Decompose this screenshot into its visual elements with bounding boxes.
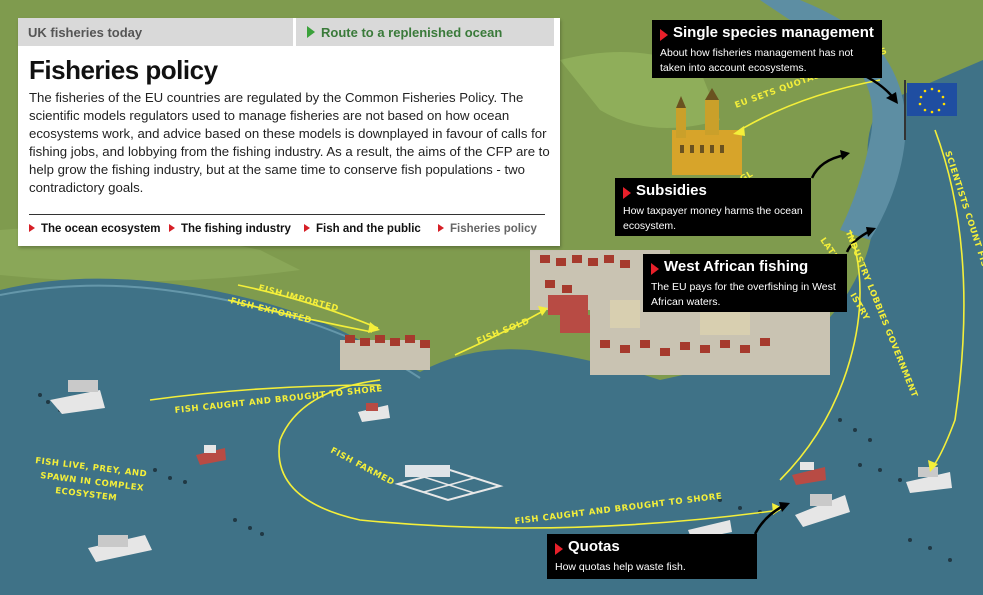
callout-text: About how fisheries management has not t… [660, 47, 854, 74]
callout-title: Single species management [673, 24, 874, 41]
callout-text: How taxpayer money harms the ocean ecosy… [623, 205, 803, 232]
topic-label: Fisheries policy [450, 223, 537, 235]
callout-text: How quotas help waste fish. [555, 561, 686, 573]
red-triangle-icon [623, 187, 631, 199]
topic-link-fisheries-policy[interactable]: Fisheries policy [438, 223, 537, 235]
topic-label: The ocean ecosystem [41, 223, 161, 235]
info-panel: UK fisheries today Route to a replenishe… [18, 18, 560, 246]
fish-farm-icon [394, 465, 504, 502]
topic-link-ocean-ecosystem[interactable]: The ocean ecosystem [29, 223, 161, 235]
divider [29, 214, 545, 215]
callout-title: Quotas [568, 538, 620, 555]
sea [0, 60, 983, 595]
callout-quotas[interactable]: Quotas How quotas help waste fish. [547, 534, 757, 579]
fishing-boat-icon [795, 494, 850, 527]
topic-link-fishing-industry[interactable]: The fishing industry [169, 223, 291, 235]
red-triangle-icon [660, 29, 668, 41]
callout-title: Subsidies [636, 182, 707, 199]
red-triangle-icon [169, 224, 175, 232]
section-header: UK fisheries today [18, 18, 293, 46]
town-coastal [340, 335, 430, 370]
fishing-boat-icon [50, 380, 105, 414]
topic-label: Fish and the public [316, 223, 421, 235]
red-triangle-icon [438, 224, 444, 232]
callout-west-african-fishing[interactable]: West African fishing The EU pays for the… [643, 254, 847, 312]
red-triangle-icon [651, 263, 659, 275]
fishing-boat-icon [196, 445, 226, 465]
pointer-arrowheads [779, 92, 898, 512]
callout-title: West African fishing [664, 258, 809, 275]
eu-flag-icon [904, 80, 957, 140]
route-link-label: Route to a replenished ocean [321, 25, 503, 40]
callout-subsidies[interactable]: Subsidies How taxpayer money harms the o… [615, 178, 811, 236]
topic-link-fish-and-public[interactable]: Fish and the public [304, 223, 421, 235]
parliament-building-icon [672, 88, 742, 175]
fishing-boat-icon [358, 403, 390, 422]
fishing-boat-icon [906, 467, 952, 493]
town-river [590, 300, 830, 375]
section-title: UK fisheries today [28, 25, 143, 40]
body-text: The fisheries of the EU countries are re… [29, 90, 550, 195]
callout-single-species[interactable]: Single species management About how fish… [652, 20, 882, 78]
page-title: Fisheries policy [29, 55, 218, 85]
play-triangle-icon [307, 26, 315, 38]
callout-text: The EU pays for the overfishing in West … [651, 281, 836, 308]
fishing-boat-icon [792, 462, 826, 485]
route-link-button[interactable]: Route to a replenished ocean [296, 18, 554, 46]
red-triangle-icon [304, 224, 310, 232]
flow-arrows [149, 79, 965, 529]
red-triangle-icon [29, 224, 35, 232]
fishing-boat-icon [88, 535, 152, 562]
topic-label: The fishing industry [181, 223, 291, 235]
red-triangle-icon [555, 543, 563, 555]
